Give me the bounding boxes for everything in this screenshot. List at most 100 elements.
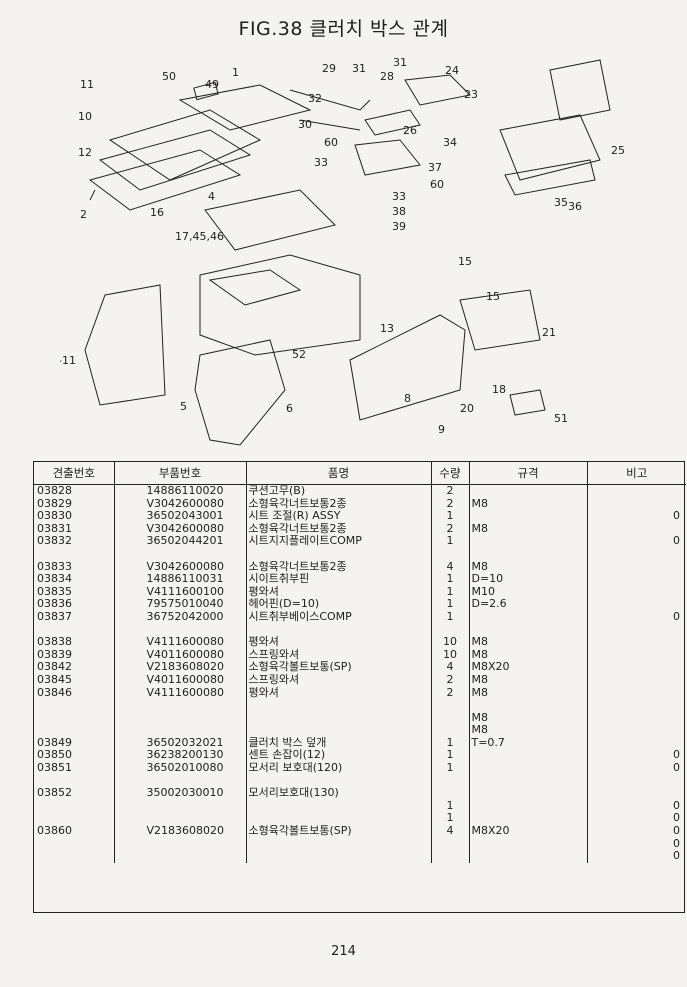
- row-quantity: 1: [431, 510, 470, 523]
- row-spec: M8: [469, 724, 588, 737]
- callout-33a: 33: [314, 156, 328, 169]
- callout-35: 35: [554, 196, 568, 209]
- callout-23: 23: [464, 88, 478, 101]
- row-part-name: 시트취부베이스COMP: [246, 610, 432, 624]
- row-quantity: 2: [431, 484, 470, 498]
- side-cover: [84, 284, 166, 406]
- row-spec: [469, 484, 588, 498]
- row-code: 03831: [34, 522, 115, 536]
- callout-5: 5: [180, 400, 187, 413]
- row-code: 03849: [34, 736, 115, 750]
- table-row: [34, 699, 686, 712]
- row-part-name: [246, 774, 432, 788]
- callout-51: 51: [554, 412, 568, 425]
- row-remarks: [587, 573, 686, 586]
- pad-23: [404, 74, 472, 106]
- row-remarks: [587, 687, 686, 700]
- row-part-number: V4111600100: [114, 585, 247, 599]
- callout-12: 12: [78, 146, 92, 159]
- row-part-name: 소형육각너트보통2종: [246, 497, 432, 511]
- callout-24: 24: [445, 64, 459, 77]
- row-spec: D=10: [469, 573, 588, 586]
- row-part-name: 평와셔: [246, 686, 432, 700]
- lever-30: [299, 119, 361, 131]
- row-code: [34, 547, 115, 561]
- row-spec: [469, 799, 588, 813]
- row-part-name: 모서리보호대(130): [246, 787, 432, 800]
- row-code: 03851: [34, 762, 115, 775]
- row-quantity: [431, 724, 470, 737]
- row-part-number: V3042600080: [114, 497, 247, 511]
- row-code: 03837: [34, 610, 115, 624]
- row-remarks: [587, 498, 686, 511]
- row-remarks: [587, 624, 686, 637]
- row-part-name: [246, 699, 432, 712]
- table-row: 0: [34, 850, 686, 863]
- row-part-number: V4111600080: [114, 636, 247, 649]
- row-quantity: 4: [431, 825, 470, 838]
- table-row: [34, 547, 686, 561]
- table-row: M8: [34, 724, 686, 737]
- row-code: 03836: [34, 598, 115, 611]
- row-quantity: [431, 850, 470, 863]
- floor-mat-1: [98, 129, 252, 191]
- row-part-name: 시이트취부핀: [246, 573, 432, 586]
- row-spec: [469, 774, 588, 788]
- row-part-name: 평와셔: [246, 585, 432, 599]
- col-header-code: 견출번호: [34, 462, 115, 485]
- seat-base: [504, 159, 596, 196]
- row-code: 03842: [34, 661, 115, 674]
- row-spec: M8: [469, 686, 588, 700]
- callout-16: 16: [150, 206, 164, 219]
- row-part-number: V4011600080: [114, 673, 247, 687]
- row-part-number: [114, 699, 247, 712]
- row-part-number: 35002030010: [114, 787, 247, 800]
- row-part-number: V3042600080: [114, 522, 247, 536]
- bracket-37: [354, 139, 421, 176]
- row-part-number: V2183608020: [114, 825, 247, 838]
- row-remarks: 0: [673, 610, 680, 623]
- row-spec: [469, 547, 588, 561]
- row-remarks: 0: [673, 749, 680, 762]
- row-remarks: [587, 712, 686, 725]
- row-part-number: [114, 837, 247, 851]
- callout-60a: 60: [324, 136, 338, 149]
- row-code: 03845: [34, 673, 115, 687]
- row-remarks: [587, 661, 686, 674]
- row-part-number: [114, 623, 247, 637]
- row-spec: M8: [469, 497, 588, 511]
- callout-20: 20: [460, 402, 474, 415]
- pad-26: [364, 109, 421, 136]
- row-remarks: [587, 787, 686, 800]
- row-quantity: 2: [431, 673, 470, 687]
- row-quantity: [431, 699, 470, 712]
- callout-37: 37: [428, 161, 442, 174]
- row-spec: [469, 510, 588, 523]
- row-part-number: 14886110020: [114, 484, 247, 498]
- row-spec: D=2.6: [469, 598, 588, 611]
- row-part-name: 센트 손잡이(12): [246, 749, 432, 763]
- row-code: [34, 850, 115, 863]
- row-remarks: [587, 548, 686, 561]
- page-title: FIG.38 클러치 박스 관계: [238, 18, 449, 40]
- row-quantity: [431, 547, 470, 561]
- row-part-name: 스프링와셔: [246, 673, 432, 687]
- table-row: [34, 623, 686, 637]
- row-code: 03860: [34, 825, 115, 838]
- bracket-49: [193, 81, 219, 101]
- row-part-name: [246, 799, 432, 813]
